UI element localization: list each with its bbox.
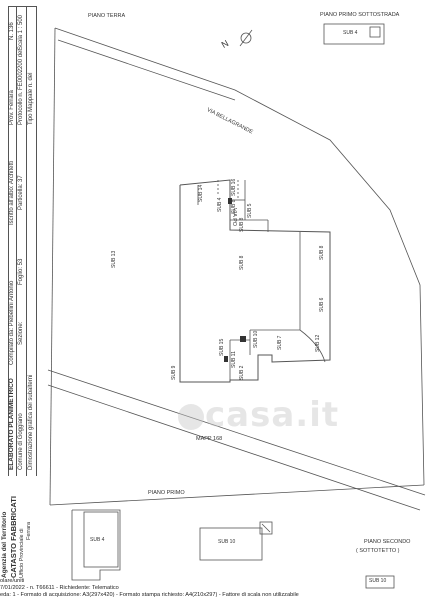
strip-border-left <box>8 6 9 476</box>
stair-marker <box>240 336 246 342</box>
label-mapp168: MAPP 168 <box>196 436 223 442</box>
watermark-text: casa.it <box>205 395 340 435</box>
building-outline <box>179 179 331 383</box>
strip-divider-2 <box>26 6 27 476</box>
piano-primo-sub10-box <box>199 527 263 561</box>
footer-line3: eda: 1 - Formato di acquisizione: A3(297… <box>0 592 299 598</box>
label-piano-secondo-sub: SUB 10 <box>369 578 387 584</box>
label-sub8-b: SUB 8 <box>239 217 245 232</box>
label-piano-primo-sottostrada: PIANO PRIMO SOTTOSTRADA <box>320 12 400 18</box>
strip-divider-3 <box>36 6 37 476</box>
strip-top <box>8 6 36 7</box>
label-sub8-c: SUB 8 <box>239 255 245 270</box>
label-piano-primo-sub10: SUB 10 <box>218 539 236 545</box>
label-sub14: SUB 14 <box>198 184 204 202</box>
label-sub16: SUB 16 <box>231 178 237 196</box>
label-sub6: SUB 6 <box>319 297 325 312</box>
label-sub8-a: SUB 8 <box>231 199 237 214</box>
label-sub4-sottostrada: SUB 4 <box>343 30 358 36</box>
mapp-line-a <box>47 369 426 496</box>
label-sub4: SUB 4 <box>217 197 223 212</box>
lot-boundary-west <box>49 27 56 506</box>
stair-marker <box>224 356 228 362</box>
watermark-badge <box>178 404 204 430</box>
label-sub8-d: SUB 8 <box>319 245 325 260</box>
label-piano-secondo: PIANO SECONDO <box>364 539 411 545</box>
stair-line <box>261 523 271 533</box>
label-sub11: SUB 11 <box>231 351 237 368</box>
piano-primo-inner <box>83 511 119 568</box>
sub12-curve <box>299 329 326 363</box>
lot-boundary-south <box>49 484 425 506</box>
label-sub9-a: SUB 2 <box>239 365 245 380</box>
label-sub13: SUB 13 <box>111 250 117 268</box>
lot-boundary-east <box>54 27 425 486</box>
piano-primo-sub4-box <box>71 509 121 581</box>
sottostrada-detail <box>369 26 381 38</box>
logo-catasto: CATASTO FABBRICATI <box>9 496 18 578</box>
label-sub7: SUB 7 <box>277 335 283 350</box>
stair-detail <box>259 521 273 535</box>
footer-line1: olare/uniti <box>0 578 25 584</box>
logo-citta: Ferrara <box>26 521 32 540</box>
north-arrow-line <box>239 29 253 47</box>
label-piano-terra: PIANO TERRA <box>88 13 126 19</box>
label-sub10-a: SUB 10 <box>253 330 259 348</box>
label-sub9-b: SUB 9 <box>171 365 177 380</box>
piano-secondo-box <box>365 575 395 589</box>
label-piano-primo-sub4: SUB 4 <box>90 537 105 543</box>
stair-marker <box>228 198 232 204</box>
strip-divider-1 <box>16 6 17 476</box>
label-sottotetto: ( SOTTOTETTO ) <box>356 548 400 554</box>
label-piano-primo: PIANO PRIMO <box>148 490 185 496</box>
logo-agenzia: Agenzia del Territorio <box>1 511 8 578</box>
sottostrada-box <box>323 23 385 45</box>
mapp-line-b <box>47 384 421 511</box>
label-sub12: SUB 12 <box>315 334 321 352</box>
logo-ufficio: Ufficio Provinciale di <box>19 528 25 578</box>
label-sub5: SUB 5 <box>247 203 253 218</box>
label-sub10-b: SUB 15 <box>219 338 225 356</box>
footer-line2: 7/01/2022 - n. T66611 - Richiedente: Tel… <box>0 585 119 591</box>
north-arrow-icon <box>240 32 252 44</box>
via-bellagrande-line <box>57 39 236 101</box>
